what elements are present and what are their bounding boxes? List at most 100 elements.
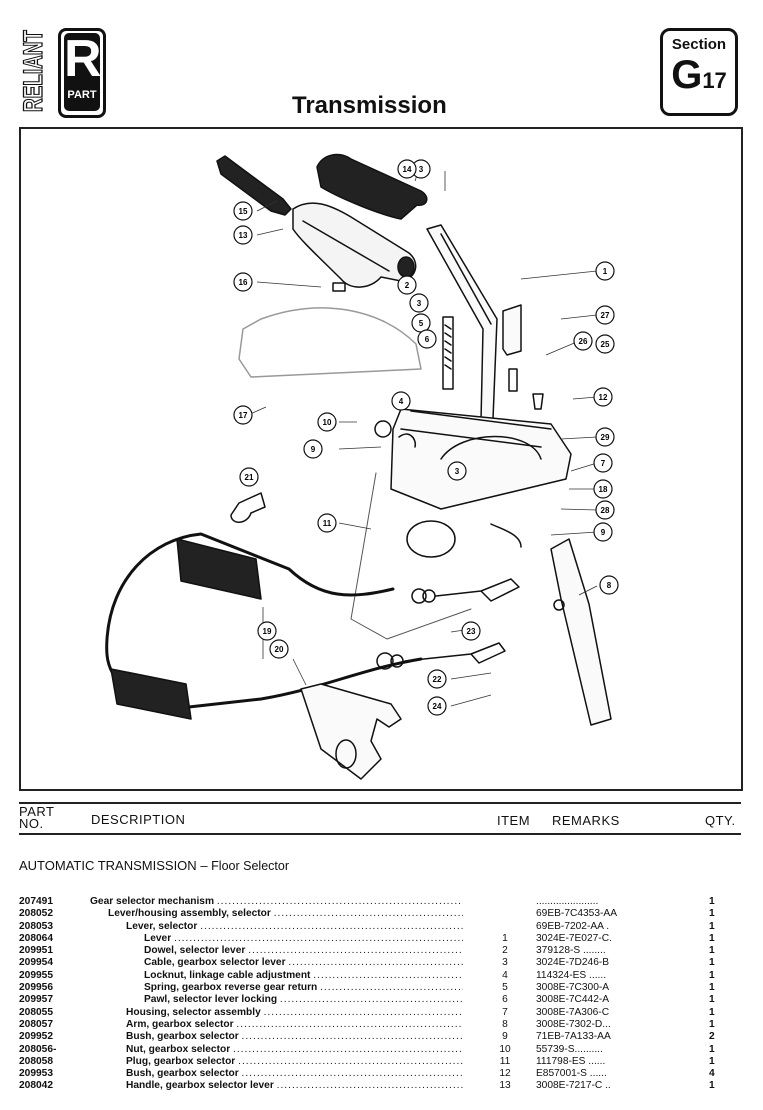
group-heading: AUTOMATIC TRANSMISSION – Floor Selector — [19, 858, 289, 873]
item-number: 7 — [502, 1006, 508, 1018]
leader-dots: ........................................… — [236, 1018, 463, 1030]
callout-label: 13 — [239, 231, 248, 240]
leader-dots: ........................................… — [248, 945, 463, 957]
callout-circle — [303, 439, 323, 459]
callout-label: 6 — [425, 335, 430, 344]
part-description: Locknut, linkage cable adjustment ......… — [144, 970, 463, 982]
callout-circle — [397, 275, 417, 295]
remarks: 55739-S.......... — [536, 1043, 603, 1055]
quantity: 1 — [709, 896, 715, 907]
brand-sub: PART — [67, 89, 97, 101]
part-description: Cable, gearbox selector lever ..........… — [144, 957, 463, 969]
item-number: 12 — [499, 1068, 511, 1080]
callout-label: 22 — [433, 675, 442, 684]
part-number: 208057 — [19, 1018, 53, 1030]
part-description: Lever, selector ........................… — [126, 921, 463, 933]
callout-circle — [593, 453, 613, 473]
callout-circle — [427, 696, 447, 716]
leader-dots: ........................................… — [238, 1055, 463, 1067]
quantity: 2 — [709, 1031, 715, 1043]
item-number: 11 — [499, 1055, 511, 1067]
cable-bracket — [300, 683, 402, 780]
exploded-diagram: 1233345678991011121314151617181920212223… — [105, 153, 619, 780]
remarks: E857001-S ...... — [536, 1068, 607, 1080]
remarks: 69EB-7202-AA . — [536, 920, 610, 932]
part-number: 208055 — [19, 1006, 53, 1018]
description-text: Locknut, linkage cable adjustment — [144, 969, 314, 981]
quantity: 1 — [709, 957, 715, 969]
selector-bezel — [238, 307, 422, 378]
callout-7: 7 — [593, 453, 613, 473]
callout-25: 25 — [595, 334, 615, 354]
table-row: 208056-Nut, gearbox selector ...........… — [19, 1044, 741, 1056]
callout-label: 17 — [239, 411, 248, 420]
part-description: Pawl, selector lever locking ...........… — [144, 994, 463, 1006]
section-number: 17 — [702, 68, 727, 93]
group-title: AUTOMATIC TRANSMISSION — [19, 858, 197, 873]
item-number: 3 — [502, 957, 508, 969]
callout-circle — [233, 405, 253, 425]
callout-circle — [233, 272, 253, 292]
callout-circle — [447, 461, 467, 481]
callout-17: 17 — [233, 405, 253, 425]
leader-dots: ........................................… — [273, 908, 463, 920]
selector-lever — [426, 224, 498, 422]
remarks: 3008E-7C442-A — [536, 994, 610, 1006]
item-number: 1 — [502, 932, 508, 944]
part-number: 208053 — [19, 920, 53, 932]
part-number: 208064 — [19, 932, 53, 944]
leader-dots: ........................................… — [288, 957, 463, 969]
table-row: 209954 Cable, gearbox selector lever ....… — [19, 957, 741, 969]
callout-label: 10 — [323, 418, 332, 427]
callout-4: 4 — [391, 391, 411, 411]
remarks: ...................... — [536, 896, 599, 907]
quantity: 1 — [709, 1055, 715, 1067]
leader-dots: ........................................… — [241, 1031, 464, 1043]
quantity: 1 — [709, 1043, 715, 1055]
callout-6: 6 — [417, 329, 437, 349]
callout-label: 19 — [263, 627, 272, 636]
callout-23: 23 — [461, 621, 481, 641]
item-number: 2 — [502, 945, 508, 957]
callout-label: 11 — [323, 519, 332, 528]
callout-circle — [595, 334, 615, 354]
callout-circle — [595, 261, 615, 281]
description-text: Housing, selector assembly — [126, 1006, 264, 1018]
callout-1: 1 — [595, 261, 615, 281]
callout-label: 20 — [275, 645, 284, 654]
col-part-no: PART NO. — [19, 805, 54, 831]
callout-circle — [257, 621, 277, 641]
remarks: 3008E-7A306-C — [536, 1006, 610, 1018]
quantity: 1 — [709, 969, 715, 981]
description-text: Lever — [144, 932, 175, 944]
remarks: 3008E-7302-D... — [536, 1018, 611, 1030]
col-part-no-line2: NO. — [19, 816, 44, 831]
callout-9: 9 — [303, 439, 323, 459]
callout-circle — [593, 479, 613, 499]
description-text: Arm, gearbox selector — [126, 1018, 237, 1030]
callout-circle — [397, 159, 417, 179]
part-number: 208056- — [19, 1043, 57, 1055]
part-number: 207491 — [19, 896, 53, 907]
part-number: 209954 — [19, 957, 53, 969]
description-text: Lever, selector — [126, 920, 201, 932]
callout-label: 3 — [417, 299, 422, 308]
remarks: 379128-S ........ — [536, 945, 606, 957]
section-letter: G — [671, 53, 703, 97]
description-text: Bush, gearbox selector — [126, 1031, 242, 1043]
brand-word: RELIANT — [18, 30, 48, 112]
callout-label: 3 — [455, 467, 460, 476]
part-description: Lever/housing assembly, selector .......… — [108, 908, 463, 920]
callout-label: 1 — [603, 267, 608, 276]
item-number: 6 — [502, 994, 508, 1006]
quantity: 1 — [709, 920, 715, 932]
callout-12: 12 — [593, 387, 613, 407]
leader-dots: ........................................… — [276, 1080, 463, 1092]
